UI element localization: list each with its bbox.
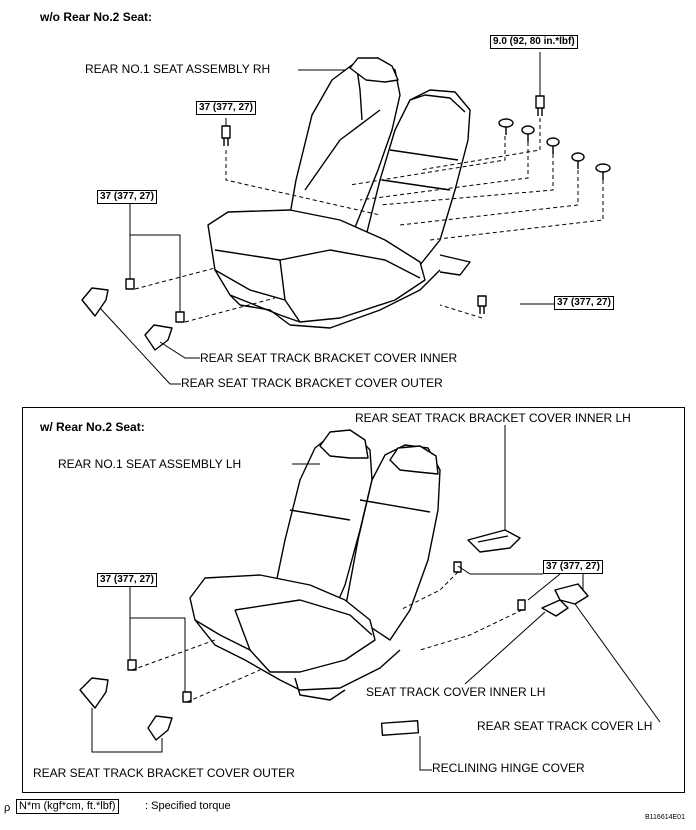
legend-text: : Specified torque — [145, 800, 231, 812]
torque-bottom-right-box: 37 (377, 27) — [543, 560, 603, 574]
seatback-side — [364, 89, 471, 266]
seat-track-cover-inner-part — [541, 599, 569, 617]
clip-5 — [595, 163, 611, 180]
clip-1 — [498, 118, 514, 135]
label-rear-seat-track-cover-lh: REAR SEAT TRACK COVER LH — [477, 719, 653, 733]
label-reclining-hinge-cover: RECLINING HINGE COVER — [432, 761, 585, 775]
rear-seat-track-cover-part — [554, 583, 589, 605]
bolt-bottom-right — [477, 295, 487, 314]
legend-prefix: ρ — [4, 802, 11, 814]
label-bracket-cover-inner: REAR SEAT TRACK BRACKET COVER INNER — [200, 351, 458, 365]
label-bracket-cover-outer-bottom: REAR SEAT TRACK BRACKET COVER OUTER — [33, 766, 295, 780]
bottom-section-frame — [22, 407, 685, 793]
figure-code: B116614E01 — [645, 814, 685, 821]
bracket-cover-outer-part — [81, 287, 109, 317]
clip-2 — [521, 125, 535, 142]
bracket-outer-part-bottom — [79, 677, 109, 709]
seat-cushion-lh — [189, 574, 376, 673]
label-seat-track-cover-inner-lh: SEAT TRACK COVER INNER LH — [366, 685, 546, 699]
top-seat-illustration — [81, 52, 611, 385]
label-bracket-cover-inner-lh: REAR SEAT TRACK BRACKET COVER INNER LH — [355, 411, 631, 425]
torque-top-right: 9.0 (92, 80 in.*lbf) — [490, 35, 578, 49]
bracket-cover-inner-part — [144, 324, 173, 351]
seat-cushion — [207, 209, 426, 323]
clip-4 — [571, 152, 585, 169]
bottom-section-title: w/ Rear No.2 Seat: — [40, 420, 145, 434]
cover-inner-lh-part — [467, 529, 521, 553]
torque-bottom-right: 37 (377, 27) — [554, 296, 614, 310]
clip-3 — [546, 137, 560, 154]
reclining-hinge-cover-part — [380, 720, 420, 736]
torque-left: 37 (377, 27) — [97, 190, 157, 204]
headrest-lh-left — [319, 429, 369, 459]
headrest-lh-right — [389, 445, 439, 475]
top-section-title: w/o Rear No.2 Seat: — [40, 10, 153, 24]
legend-torque-box: N*m (kgf*cm, ft.*lbf) — [16, 799, 119, 814]
torque-upper-left: 37 (377, 27) — [196, 101, 256, 115]
label-seat-assembly-rh: REAR NO.1 SEAT ASSEMBLY RH — [85, 62, 271, 76]
headrest — [349, 57, 399, 83]
label-bracket-cover-outer: REAR SEAT TRACK BRACKET COVER OUTER — [181, 376, 443, 390]
label-seat-assembly-lh: REAR NO.1 SEAT ASSEMBLY LH — [58, 457, 242, 471]
torque-bottom-left: 37 (377, 27) — [97, 573, 157, 587]
bolt-bottom-2 — [517, 599, 526, 611]
bracket-outer-part-bottom-2 — [147, 715, 173, 741]
seatback-rh — [282, 57, 401, 256]
